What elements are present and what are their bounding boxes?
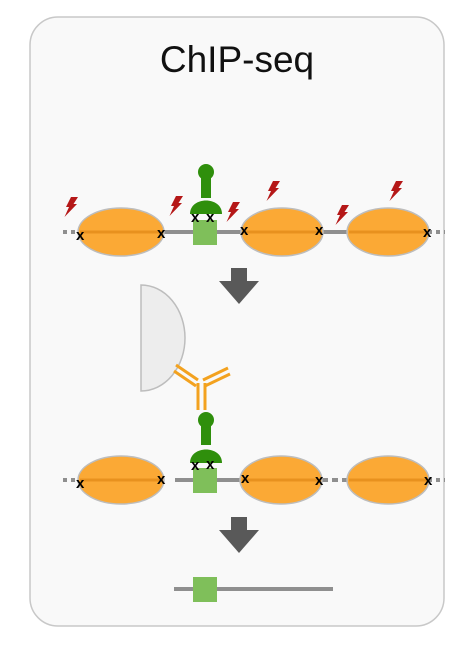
nucleosome-1 [77,207,165,257]
magnetic-bead [140,284,186,392]
arrow-down-icon [219,517,259,553]
cut-mark: x [424,472,433,489]
binding-site [193,220,217,245]
step-fragmentation: x x x x x x x [63,164,445,257]
nucleosome-2 [239,455,323,505]
step-sequencing-fragment [174,577,333,602]
crosslink-mark: x [191,457,200,474]
crosslink-mark: x [206,456,215,473]
cut-mark: x [315,222,324,239]
nucleosome-3 [346,455,430,505]
binding-site [193,577,217,602]
binding-site [193,468,217,493]
dna-binding-protein [190,164,222,214]
crosslink-mark: x [191,209,200,226]
nucleosome-3 [346,207,430,257]
cut-mark: x [240,222,249,239]
nucleosome-1 [77,455,165,505]
cut-mark: x [315,472,324,489]
arrow-down-icon [219,268,259,304]
cut-mark: x [76,227,85,244]
cut-mark: x [76,475,85,492]
diagram-title: ChIP-seq [160,39,314,80]
crosslink-mark: x [206,209,215,226]
antibody [173,363,231,410]
cut-mark: x [157,471,166,488]
nucleosome-2 [240,207,324,257]
cut-mark: x [157,225,166,242]
cut-mark: x [241,470,250,487]
dna-binding-protein [190,412,222,463]
step-immunoprecipitation: x x x x x x x [63,284,445,505]
cut-mark: x [423,224,432,241]
